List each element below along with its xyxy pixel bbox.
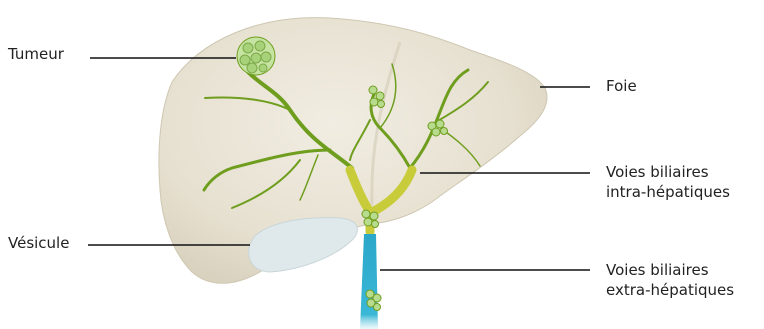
label-intra-line2: intra-hépatiques [606, 182, 764, 202]
label-voies-biliaires-extra: Voies biliaires extra-hépatiques [606, 260, 764, 300]
label-foie: Foie [606, 76, 637, 96]
label-extra-line2: extra-hépatiques [606, 280, 764, 300]
label-voies-biliaires-intra: Voies biliaires intra-hépatiques [606, 162, 764, 202]
extrahepatic-bile-duct [360, 234, 378, 329]
label-vesicule: Vésicule [8, 233, 69, 253]
label-intra-line1: Voies biliaires [606, 162, 764, 182]
label-tumeur: Tumeur [8, 44, 64, 64]
label-extra-line1: Voies biliaires [606, 260, 764, 280]
main-tumor [237, 37, 275, 75]
